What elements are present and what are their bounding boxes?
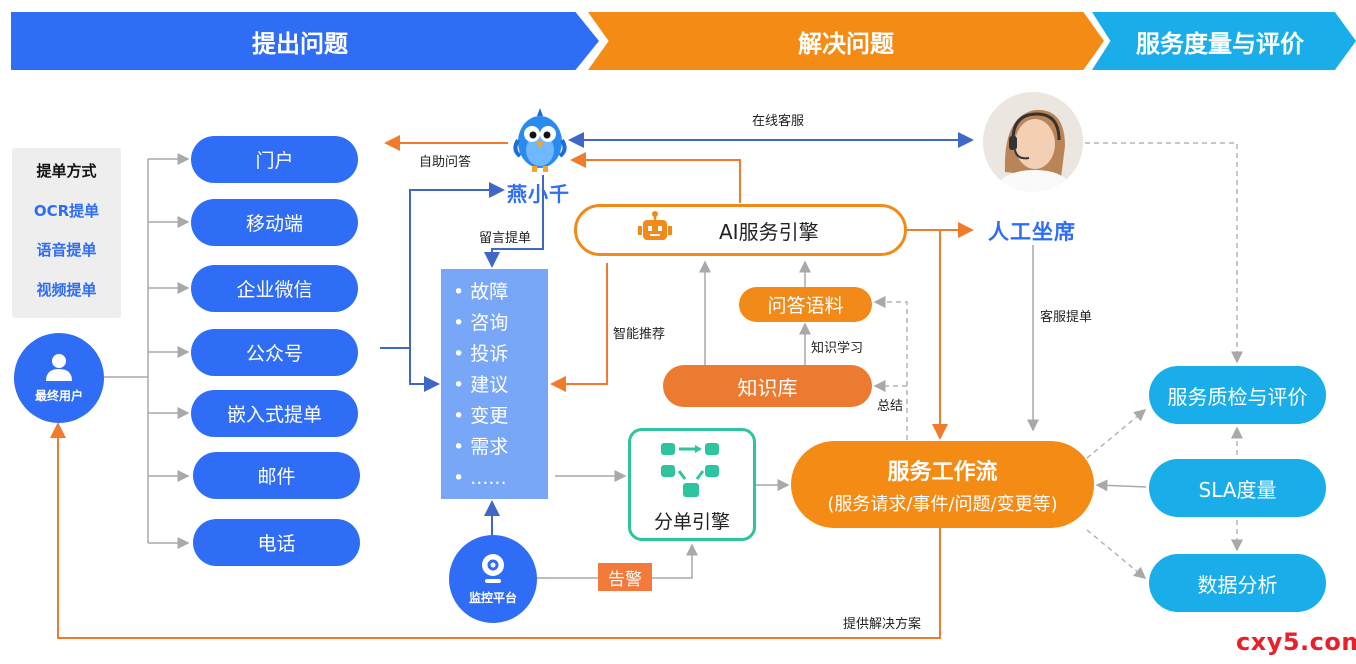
edge-label-summary: 总结 (877, 399, 904, 414)
channel-phone: 电话 (193, 519, 360, 566)
agent-avatar (983, 92, 1083, 192)
issue-type-item: • 投诉 (453, 343, 509, 365)
channel-tree (104, 153, 190, 549)
ticket-methods-box: 提单方式 OCR提单 语音提单 视频提单 (12, 148, 121, 318)
service-workflow-subtitle: (服务请求/事件/问题/变更等) (827, 493, 1058, 515)
edge-label-provide-solution: 提供解决方案 (843, 617, 922, 632)
method-ocr: OCR提单 (33, 201, 100, 220)
channel-mobile: 移动端 (191, 199, 358, 246)
service-workflow-node: 服务工作流 (服务请求/事件/问题/变更等) (791, 441, 1094, 528)
bot-name: 燕小千 (507, 182, 570, 206)
eval-sla-node: SLA度量 (1149, 459, 1326, 517)
ai-engine-node: AI服务引擎 (574, 204, 907, 256)
phase-label-evaluate: 服务度量与评价 (1136, 29, 1304, 58)
channel-wecom: 企业微信 (191, 265, 358, 312)
bot-mascot (512, 104, 568, 176)
issue-type-item: • 建议 (453, 374, 509, 396)
knowledge-base-node: 知识库 (663, 365, 872, 407)
robot-icon (638, 211, 672, 240)
end-user-label: 最终用户 (34, 389, 83, 403)
headset-agent-icon (983, 92, 1083, 192)
channel-routing (380, 132, 974, 538)
orange-flows (50, 135, 974, 639)
qa-corpus-node: 问答语料 (739, 287, 872, 322)
method-video: 视频提单 (36, 280, 97, 299)
phase-banner-solve: 解决问题 (588, 12, 1104, 70)
edge-label-smart-recommend: 智能推荐 (613, 327, 666, 342)
human-agent-label: 人工坐席 (988, 220, 1076, 244)
edge-label-self-qa: 自助问答 (419, 155, 472, 170)
channel-email: 邮件 (193, 452, 360, 499)
dispatch-network-icon (661, 443, 719, 497)
issue-type-item: • 变更 (453, 405, 509, 427)
channel-embedded: 嵌入式提单 (191, 390, 358, 437)
edge-label-knowledge-learning: 知识学习 (811, 341, 864, 356)
channel-official-account: 公众号 (191, 329, 358, 376)
eval-quality-node: 服务质检与评价 (1149, 366, 1326, 424)
monitor-platform-node: 监控平台 (449, 535, 537, 623)
issue-type-item: • 咨询 (453, 312, 509, 334)
webcam-icon (482, 554, 504, 583)
eval-analytics-node: 数据分析 (1149, 554, 1326, 612)
ticket-methods-title: 提单方式 (36, 162, 97, 180)
channel-portal: 门户 (191, 136, 358, 183)
phase-label-solve: 解决问题 (798, 29, 894, 58)
dispatch-engine-label: 分单引擎 (653, 511, 730, 533)
user-icon (46, 354, 72, 381)
gray-flows (537, 245, 1147, 579)
alert-badge: 告警 (598, 563, 652, 591)
edge-label-leave-message: 留言提单 (479, 231, 532, 246)
issue-type-item: • 故障 (453, 281, 509, 303)
watermark: cxy5.com (1236, 628, 1356, 656)
issue-type-item: • ...... (453, 467, 507, 489)
ai-engine-label: AI服务引擎 (719, 219, 819, 244)
dispatch-engine-node: 分单引擎 (628, 428, 756, 541)
bird-mascot-icon (513, 108, 567, 172)
phase-banner-evaluate: 服务度量与评价 (1092, 12, 1356, 70)
issue-type-item: • 需求 (453, 436, 509, 458)
service-workflow-title: 服务工作流 (887, 459, 998, 485)
issue-type-list: • 故障 • 咨询 • 投诉 • 建议 • 变更 • 需求 • ...... (441, 269, 548, 499)
phase-label-propose: 提出问题 (252, 29, 348, 58)
end-user-node: 最终用户 (14, 333, 104, 423)
monitor-platform-label: 监控平台 (468, 591, 517, 605)
method-voice: 语音提单 (36, 241, 97, 259)
edge-label-online-service: 在线客服 (752, 114, 805, 129)
edge-label-agent-ticket: 客服提单 (1040, 310, 1093, 325)
phase-banner-propose: 提出问题 (11, 12, 599, 70)
dashed-flows (873, 142, 1243, 579)
